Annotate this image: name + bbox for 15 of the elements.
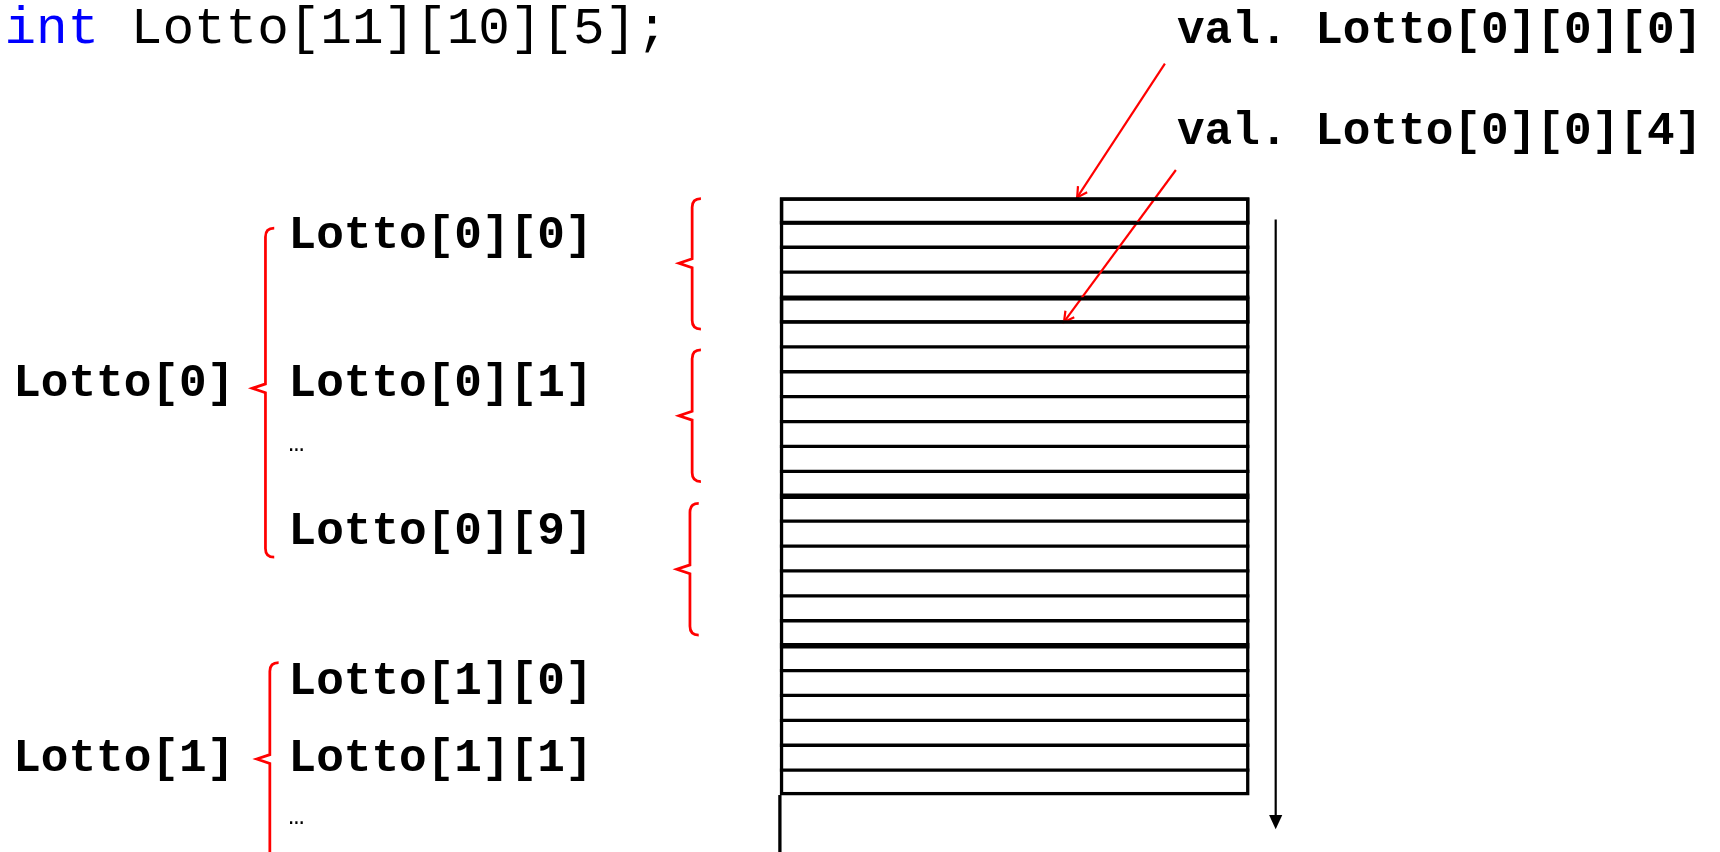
memory-cell (779, 197, 1250, 225)
value-label: val. Lotto[0][0][4] (1176, 107, 1703, 156)
array-label: Lotto[1][0] (288, 658, 593, 707)
array-label: Lotto[0][9] (288, 507, 593, 557)
array-label: Lotto[1] (13, 734, 235, 784)
array-label: Lotto[0][1] (288, 359, 593, 409)
ellipsis: … (288, 430, 305, 459)
array-label: Lotto[1][1] (288, 734, 593, 784)
code-declaration: int Lotto[11][10][5]; (4, 0, 668, 58)
memory-block (779, 197, 1250, 796)
array-label: Lotto[0] (13, 359, 235, 409)
ellipsis: … (288, 802, 305, 832)
value-label: val. Lotto[0][0][0] (1176, 6, 1703, 55)
leader-arrow (1076, 63, 1166, 199)
array-label: Lotto[0][0] (288, 211, 593, 260)
